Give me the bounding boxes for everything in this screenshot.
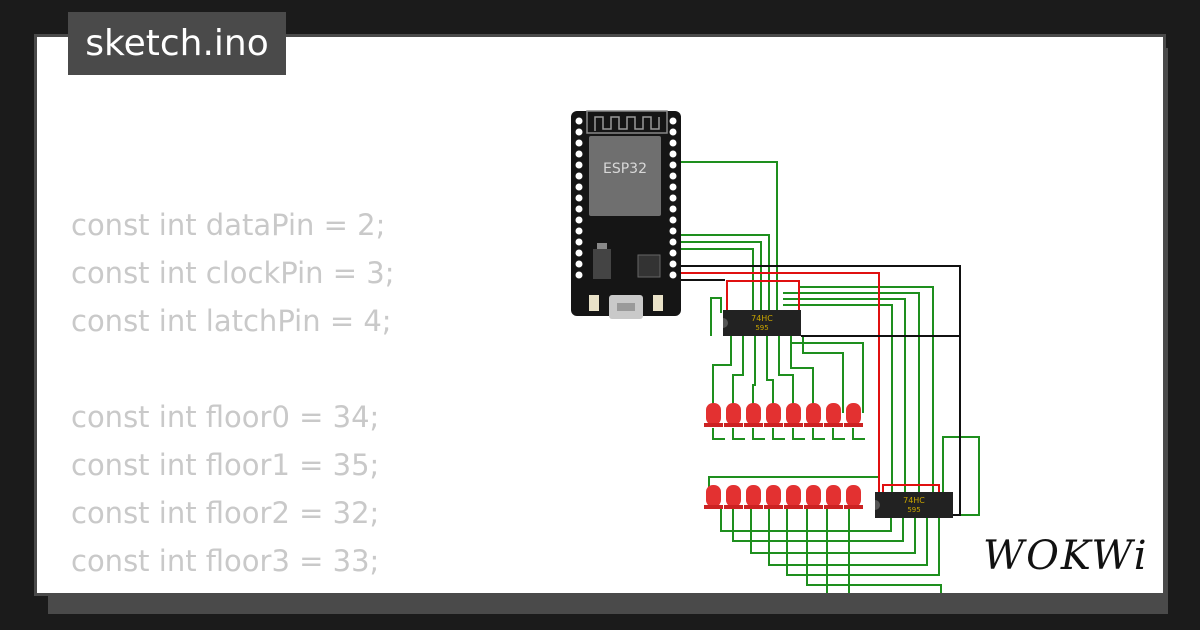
led-icon <box>844 485 863 509</box>
led-icon <box>804 485 823 509</box>
led-icon <box>744 403 763 427</box>
led-icon <box>724 403 743 427</box>
circuit-diagram: ESP32 74HC <box>571 110 980 593</box>
board-label: ESP32 <box>603 161 647 177</box>
led-wires-top <box>710 297 865 440</box>
led-row-top <box>704 403 863 427</box>
led-icon <box>784 485 803 509</box>
led-icon <box>704 403 723 427</box>
code-line: const int dataPin = 2; <box>71 208 386 242</box>
board-pins <box>575 117 677 279</box>
wires <box>679 161 980 593</box>
code-preview: const int dataPin = 2; const int clockPi… <box>71 201 395 585</box>
led-row-bottom <box>704 485 863 509</box>
chip-sub: 595 <box>755 324 768 332</box>
shift-register-chip-icon: 74HC 595 <box>723 310 801 336</box>
led-icon <box>724 485 743 509</box>
chip-label: 74HC <box>903 496 925 505</box>
code-line: const int floor2 = 32; <box>71 496 380 530</box>
led-icon <box>744 485 763 509</box>
chip-sub: 595 <box>907 506 920 514</box>
led-icon <box>704 485 723 509</box>
led-icon <box>784 403 803 427</box>
ground-wires <box>679 265 961 516</box>
signal-wires <box>679 161 980 516</box>
logo-text: WOKWi <box>983 533 1147 579</box>
code-line: const int latchPin = 4; <box>71 304 392 338</box>
code-line: const int clockPin = 3; <box>71 256 395 290</box>
esp32-board-icon: ESP32 <box>571 110 681 319</box>
preview-card: const int dataPin = 2; const int clockPi… <box>34 34 1166 596</box>
led-icon <box>844 403 863 427</box>
sketch-title: sketch.ino <box>68 12 286 75</box>
code-line: const int floor0 = 34; <box>71 400 380 434</box>
power-wires <box>679 272 940 495</box>
led-icon <box>804 403 823 427</box>
code-line: const int floor3 = 33; <box>71 544 380 578</box>
wokwi-logo: WOKWi <box>983 533 1147 579</box>
shift-register-chip-icon: 74HC 595 <box>875 492 953 518</box>
chip-label: 74HC <box>751 314 773 323</box>
code-line: const int floor1 = 35; <box>71 448 380 482</box>
led-icon <box>824 403 843 427</box>
led-icon <box>764 485 783 509</box>
led-icon <box>824 485 843 509</box>
led-icon <box>764 403 783 427</box>
